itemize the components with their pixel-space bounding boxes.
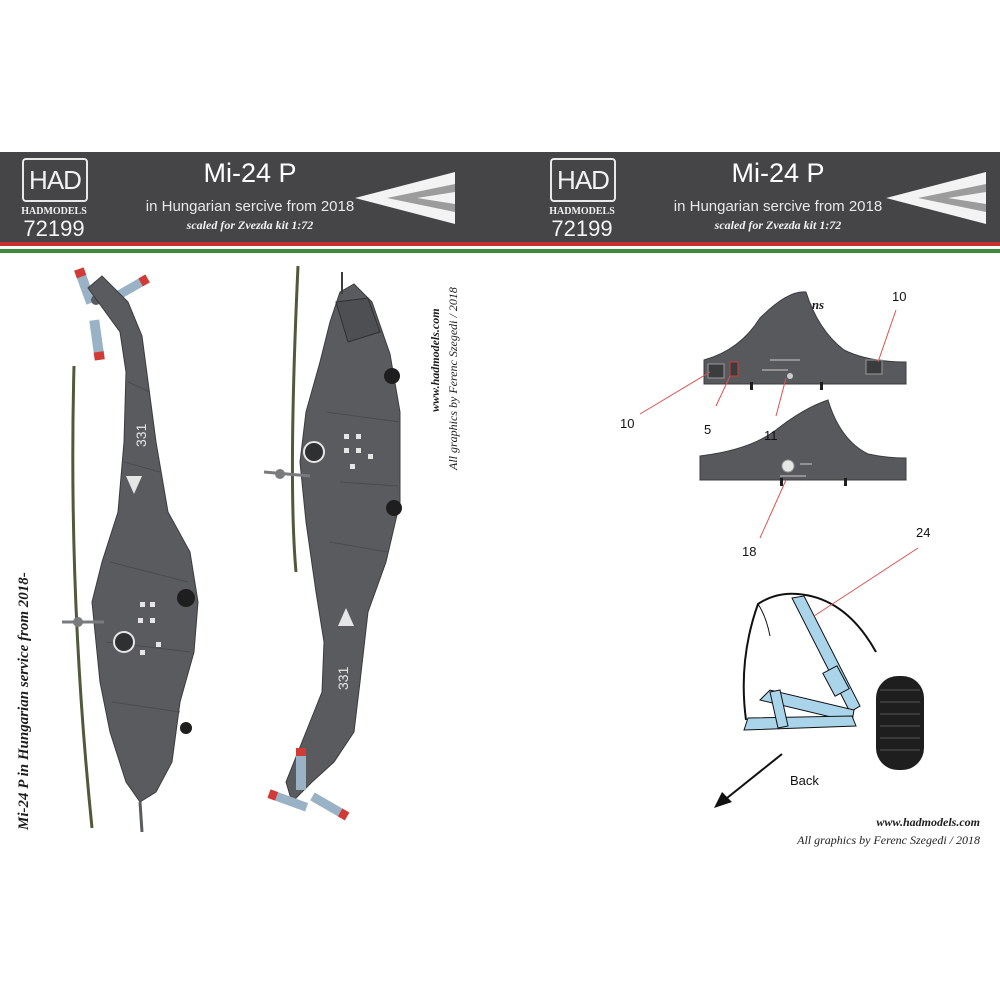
pylon-diagram bbox=[639, 291, 907, 539]
brand-logo: HAD bbox=[550, 158, 616, 202]
page-subtitle: in Hungarian sercive from 2018 bbox=[145, 198, 355, 215]
back-arrow-icon bbox=[721, 753, 783, 803]
fuselage bbox=[285, 283, 401, 803]
windows bbox=[138, 602, 161, 655]
credit-author: All graphics by Ferenc Szegedi / 2018 bbox=[797, 833, 980, 847]
tail-rotor-icon bbox=[267, 748, 350, 821]
wheel-icon bbox=[180, 722, 192, 734]
windows bbox=[344, 434, 373, 469]
brand-name: HADMODELS bbox=[549, 206, 615, 217]
credit-site-vertical: www.hadmodels.com bbox=[428, 308, 442, 412]
helicopter-profile-right: 331 bbox=[263, 265, 402, 821]
page-title: Mi-24 P bbox=[203, 158, 297, 188]
back-label: Back bbox=[790, 773, 819, 788]
roundel-chevron-icon bbox=[338, 608, 354, 626]
serial-number: 331 bbox=[335, 666, 351, 690]
page-subtitle: in Hungarian sercive from 2018 bbox=[673, 198, 883, 215]
scale-note: scaled for Zvezda kit 1:72 bbox=[714, 218, 842, 232]
side-caption: Mi-24 P in Hungarian service from 2018- bbox=[16, 572, 32, 830]
helicopter-profile-left: 331 bbox=[62, 267, 199, 833]
engine-intake-icon bbox=[303, 441, 325, 463]
page-title: Mi-24 P bbox=[731, 158, 825, 188]
flag-stripe-red bbox=[0, 242, 1000, 246]
callout-11: 11 bbox=[764, 428, 778, 443]
callout-18: 18 bbox=[742, 544, 757, 559]
wheel-icon bbox=[384, 368, 400, 384]
main-rotor-blade bbox=[290, 265, 300, 573]
wheel-icon bbox=[177, 589, 195, 607]
gear-struts bbox=[743, 595, 861, 731]
wheel-icon bbox=[876, 676, 924, 770]
callout-10-left: 10 bbox=[620, 416, 635, 431]
roundel-chevron-icon bbox=[126, 476, 142, 494]
credit-author-vertical: All graphics by Ferenc Szegedi / 2018 bbox=[446, 287, 460, 470]
kit-number: 72199 bbox=[23, 216, 85, 241]
header-left: HAD HADMODELS 72199 Mi-24 P in Hungarian… bbox=[0, 152, 500, 242]
credit-site: www.hadmodels.com bbox=[876, 815, 980, 829]
cockpit-canopy bbox=[335, 297, 381, 343]
brand-name: HADMODELS bbox=[21, 206, 87, 217]
landing-gear-diagram bbox=[714, 547, 924, 808]
header-banner bbox=[0, 152, 1000, 242]
engine-intake-icon bbox=[113, 631, 135, 653]
hungarian-chevron-icon bbox=[355, 172, 455, 224]
serial-number: 331 bbox=[133, 423, 149, 447]
wheel-icon bbox=[386, 500, 402, 516]
hungarian-chevron-icon bbox=[886, 172, 986, 224]
pylon-lower bbox=[699, 399, 907, 481]
fuselage bbox=[87, 275, 199, 803]
scale-note: scaled for Zvezda kit 1:72 bbox=[186, 218, 314, 232]
brand-logo: HAD bbox=[22, 158, 88, 202]
callout-24: 24 bbox=[916, 525, 931, 540]
flag-stripe-green bbox=[0, 249, 1000, 253]
callout-10-top: 10 bbox=[892, 289, 907, 304]
kit-number: 72199 bbox=[551, 216, 613, 241]
flag-stripe-white bbox=[0, 246, 1000, 249]
header-right: HAD HADMODELS 72199 Mi-24 P in Hungarian… bbox=[528, 152, 1000, 242]
main-rotor-blade bbox=[71, 365, 94, 829]
callout-5: 5 bbox=[704, 422, 712, 437]
